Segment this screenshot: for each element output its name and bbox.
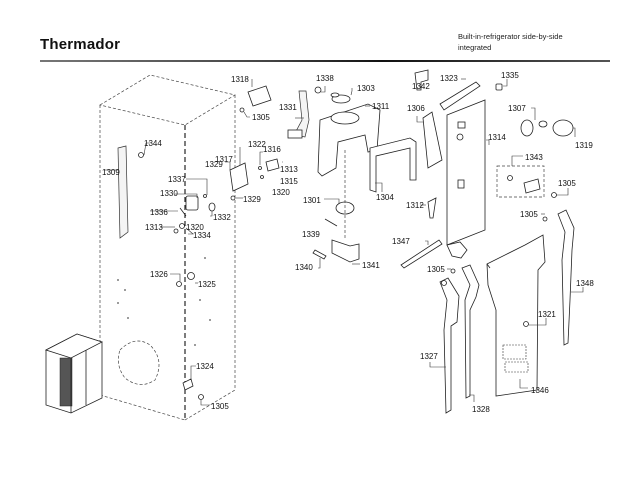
label-1314: 1314 [488,133,506,142]
label-1315: 1315 [280,177,298,186]
label-1325: 1325 [198,280,216,289]
label-1339: 1339 [302,230,320,239]
label-1329-b: 1329 [243,195,261,204]
refrigerator-thumbnail [44,333,104,414]
label-1305-c: 1305 [520,210,538,219]
part-1341-motor-bracket [312,239,360,269]
label-1316: 1316 [263,145,281,154]
label-1328: 1328 [472,405,490,414]
part-1311-fan-shroud [317,103,381,177]
label-1312: 1312 [406,201,424,210]
label-1324: 1324 [196,362,214,371]
part-1335-cap [495,79,508,91]
label-1313-b: 1313 [280,165,298,174]
part-1304-seal-frame [369,137,417,193]
label-1305-e: 1305 [211,402,229,411]
label-1306: 1306 [407,104,425,113]
label-1347: 1347 [392,237,410,246]
label-1327: 1327 [420,352,438,361]
label-1301: 1301 [303,196,321,205]
label-1305-b: 1305 [558,179,576,188]
label-1321: 1321 [538,310,556,319]
part-1346-cover-panel [486,234,547,397]
switch-assembly-left [150,178,216,235]
hinge-parts-1325-1326 [170,272,198,287]
part-1316-1315-switch [258,151,283,179]
label-1307: 1307 [508,104,526,113]
part-1306-divider [416,111,443,169]
label-1337: 1337 [168,175,186,184]
bottom-bracket-1324 [182,365,210,406]
part-1331-wire-harness [287,86,326,139]
part-labels: 1318 1305 1338 1331 1303 1311 1342 1323 … [102,71,594,414]
cabinet-housing [99,74,236,421]
label-1322: 1322 [248,140,266,149]
label-1313-a: 1313 [145,223,163,232]
part-1317-control-cover [225,147,249,201]
label-1336: 1336 [150,208,168,217]
part-1342-clip [414,69,429,91]
header-divider [40,60,610,62]
label-1335: 1335 [501,71,519,80]
label-1317: 1317 [215,155,233,164]
model-description: Built-in-refrigerator side-by-side integ… [458,31,618,53]
label-1320-a: 1320 [186,223,204,232]
label-1331: 1331 [279,103,297,112]
part-1307-lamp-socket [520,107,548,137]
label-1304: 1304 [376,193,394,202]
part-1301-fan-motor [324,150,355,240]
label-1305-d: 1305 [427,265,445,274]
part-1343-switch-group [496,155,569,198]
part-1305-screw [447,268,456,274]
part-1318-bracket [239,79,272,118]
label-1319: 1319 [575,141,593,150]
label-1342: 1342 [412,82,430,91]
part-1312-bracket [420,197,437,219]
part-1328-hinge-arm [461,264,480,402]
label-1323: 1323 [440,74,458,83]
part-1327-hinge-arm [429,277,460,414]
label-1346-a: 1346 [531,386,549,395]
label-1341: 1341 [362,261,380,270]
part-1309-channel [104,142,150,239]
label-1338: 1338 [316,74,334,83]
label-1348: 1348 [576,279,594,288]
label-1320-b: 1320 [272,188,290,197]
part-1314-back-panel [439,78,490,259]
part-1348-hinge-arm [541,209,584,346]
label-1334: 1334 [193,231,211,240]
label-1332: 1332 [213,213,231,222]
label-1305-a: 1305 [252,113,270,122]
part-1303-fan-blade [330,88,353,104]
label-1311: 1311 [372,102,390,111]
label-1318: 1318 [231,75,249,84]
label-1330: 1330 [160,189,178,198]
label-1303: 1303 [357,84,375,93]
label-1329-a: 1329 [205,160,223,169]
model-description-line1: Built-in-refrigerator side-by-side [458,32,563,41]
label-1309: 1309 [102,168,120,177]
part-1347-strip [400,239,443,269]
label-1344: 1344 [144,139,162,148]
label-1343: 1343 [525,153,543,162]
brand-title: Thermador [40,36,121,53]
label-1326: 1326 [150,270,168,279]
part-1319-lamp-cover [552,119,576,137]
label-1340: 1340 [295,263,313,272]
model-description-line2: integrated [458,43,492,52]
